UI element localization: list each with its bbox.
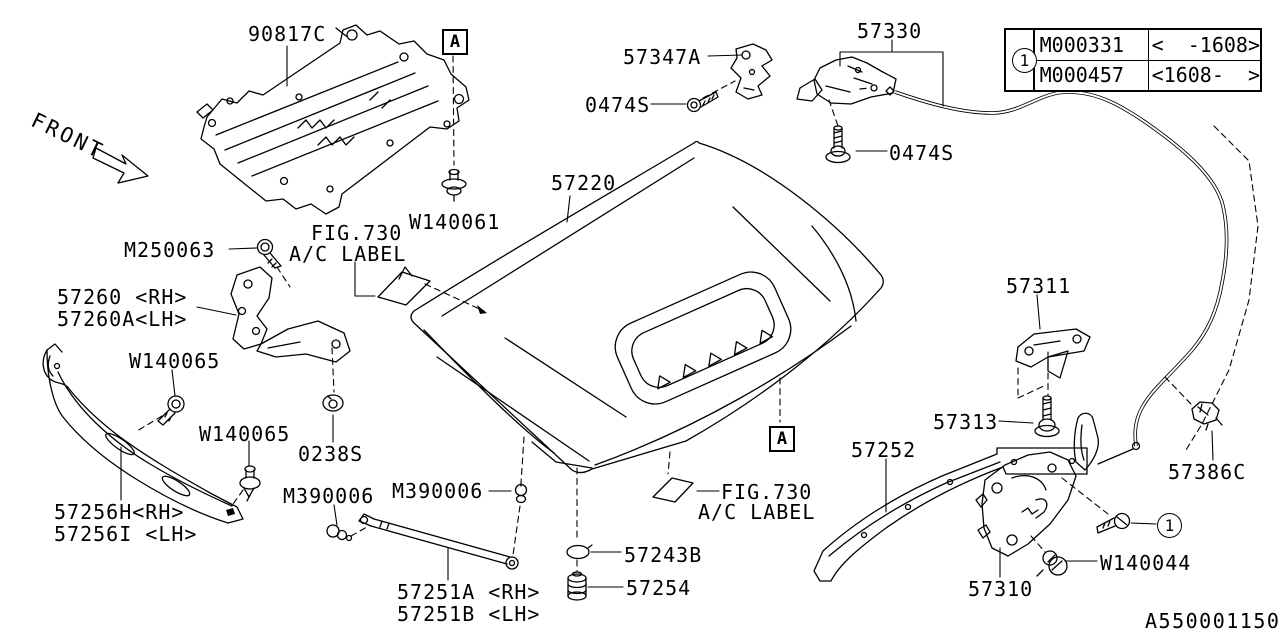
clip-w140065-2: [239, 465, 261, 502]
label-m250063: M250063: [124, 238, 216, 262]
leader-lines: [120, 39, 1214, 588]
front-brace: [42, 343, 244, 524]
label-aclabel-upper: A/C LABEL: [289, 242, 407, 266]
label-w140065-1: W140065: [129, 349, 221, 373]
label-57313: 57313: [933, 410, 999, 434]
under-cover-part: [196, 24, 470, 215]
hood-lock-assembly: [975, 412, 1100, 557]
screw-callout-1: [1096, 512, 1131, 534]
label-57386c: 57386C: [1168, 460, 1247, 484]
label-m390006-2: M390006: [392, 479, 484, 503]
screw-0474s-1: [686, 91, 719, 113]
label-w140044: W140044: [1100, 551, 1192, 575]
date-range-cell: < -1608>: [1151, 32, 1260, 57]
table-row: M000457 <1608- >: [1034, 59, 1260, 90]
bolt-w140065-1: [157, 395, 185, 426]
label-90817c: 90817C: [248, 22, 327, 46]
grommet-0238s: [322, 394, 344, 412]
label-57243b: 57243B: [624, 543, 703, 567]
label-w140061: W140061: [409, 210, 501, 234]
callout-1-marker: 1: [1157, 513, 1182, 538]
label-57347a: 57347A: [623, 45, 702, 69]
clip-w140061: [441, 168, 467, 202]
dashed-lines: [136, 55, 1259, 572]
label-57220: 57220: [551, 171, 617, 195]
label-57256-rh: 57256H<RH>: [54, 500, 185, 524]
stay-bar-57252: [813, 447, 1088, 582]
stay-rod: [358, 513, 519, 570]
label-fig730-lower: FIG.730: [721, 480, 813, 504]
bolt-0474s-2: [825, 125, 851, 164]
date-range-cell: <1608- >: [1151, 63, 1260, 88]
label-m390006-1: M390006: [283, 484, 375, 508]
part-code-cell: M000331: [1035, 30, 1149, 60]
label-57260-lh: 57260A<LH>: [57, 307, 188, 331]
front-arrow-icon: [92, 147, 149, 184]
diagram-id: A550001150: [1145, 609, 1280, 633]
revision-table-rows: M000331 < -1608> M000457 <1608- >: [1034, 30, 1260, 90]
ac-label-plate-upper: [377, 266, 431, 306]
hood-scoop-opening: [614, 271, 792, 405]
label-fig730-upper: FIG.730: [311, 221, 403, 245]
ac-label-plate-lower: [652, 477, 694, 503]
part-code-cell: M000457: [1035, 60, 1149, 90]
hood-opener-handle: [796, 56, 897, 105]
label-57311: 57311: [1006, 274, 1072, 298]
release-cable: [894, 90, 1229, 465]
view-marker-a-bottom: A: [769, 426, 795, 452]
label-57256-lh: 57256I <LH>: [54, 522, 198, 546]
label-57252: 57252: [851, 438, 917, 462]
buffer: [567, 571, 587, 601]
view-marker-a-top: A: [442, 29, 468, 55]
label-w140065-2: W140065: [199, 422, 291, 446]
ball-stud-2: [514, 482, 528, 504]
label-aclabel-lower: A/C LABEL: [698, 500, 816, 524]
revision-table: 1 M000331 < -1608> M000457 <1608- >: [1004, 28, 1262, 92]
label-57260-rh: 57260 <RH>: [57, 285, 188, 309]
label-0474s-2: 0474S: [889, 141, 955, 165]
snap-ring: [566, 544, 593, 560]
hood-hinge: [230, 266, 351, 363]
bolt-57313: [1034, 395, 1060, 438]
hood-panel: [410, 140, 884, 474]
label-0474s-1: 0474S: [585, 93, 651, 117]
revision-table-marker-cell: 1: [1006, 30, 1037, 90]
label-57330: 57330: [857, 19, 923, 43]
label-57254: 57254: [626, 576, 692, 600]
label-0238s: 0238S: [298, 442, 364, 466]
table-callout-1: 1: [1012, 48, 1037, 73]
clip-w140044: [1036, 550, 1068, 577]
table-row: M000331 < -1608>: [1035, 30, 1260, 60]
label-57251-lh: 57251B <LH>: [397, 602, 541, 626]
striker-bracket-57311: [1015, 328, 1091, 379]
bolt-m250063: [256, 238, 282, 269]
label-57310: 57310: [968, 577, 1034, 601]
ball-stud-1: [326, 524, 353, 542]
cable-clamp-57386c: [1191, 401, 1223, 431]
label-57251-rh: 57251A <RH>: [397, 580, 541, 604]
stay-bracket-57347a: [730, 43, 773, 100]
